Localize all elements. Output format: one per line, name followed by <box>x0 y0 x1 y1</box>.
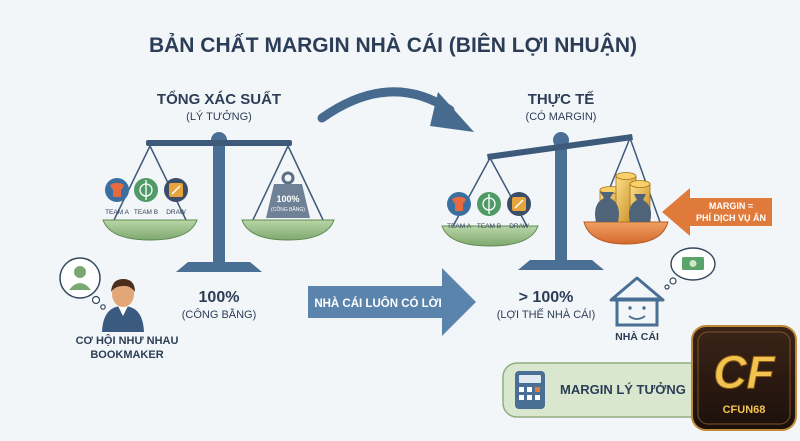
logo-text: CFUN68 <box>723 404 766 416</box>
margin-tag-line1: MARGIN = <box>709 201 753 211</box>
house-icon <box>609 276 665 327</box>
calculator-icon <box>515 371 545 409</box>
left-value: 100% <box>199 289 240 306</box>
cfun68-logo: CF CFUN68 <box>691 325 797 431</box>
thought-bubble <box>59 257 106 310</box>
money-bubble <box>664 247 716 290</box>
right-heading: THỰC TẾ <box>528 91 595 108</box>
user-icon <box>69 266 91 290</box>
left-item-team-b: TEAM B <box>134 209 158 216</box>
margin-tag: MARGIN = PHÍ DỊCH VỤ ẨN <box>662 188 772 236</box>
svg-text:CF: CF <box>713 346 776 398</box>
team-a-icon <box>105 178 129 202</box>
right-item-team-b: TEAM B <box>477 223 501 230</box>
ideal-margin-box: MARGIN LÝ TƯỞNG <box>502 362 714 418</box>
ideal-margin-text: MARGIN LÝ TƯỞNG <box>560 382 686 397</box>
right-item-draw: DRAW <box>509 223 529 230</box>
curved-arrow-head <box>430 92 474 132</box>
left-heading: TỔNG XÁC SUẤT <box>157 90 281 108</box>
balanced-scale <box>102 132 335 272</box>
curved-arrow <box>317 87 455 123</box>
weight-icon: 100% (CÔNG BẰNG) <box>266 171 310 218</box>
left-item-team-a: TEAM A <box>105 209 130 216</box>
left-value-label: (CÔNG BẰNG) <box>182 308 257 321</box>
person-caption-1: CƠ HỘI NHƯ NHAU <box>76 334 179 347</box>
center-arrow-text: NHÀ CÁI LUÔN CÓ LỜI <box>314 297 441 310</box>
right-item-team-a: TEAM A <box>447 223 472 230</box>
bookmaker-person <box>102 279 144 332</box>
draw-icon <box>507 192 531 216</box>
weight-value: 100% <box>276 194 299 204</box>
person-caption-2: BOOKMAKER <box>90 349 163 361</box>
cash-icon <box>682 257 704 270</box>
draw-icon <box>164 178 188 202</box>
left-item-draw: DRAW <box>166 209 186 216</box>
weight-label: (CÔNG BẰNG) <box>271 205 305 213</box>
team-b-icon <box>134 178 158 202</box>
team-b-icon <box>477 192 501 216</box>
center-arrow: NHÀ CÁI LUÔN CÓ LỜI <box>308 268 476 336</box>
team-a-icon <box>447 192 471 216</box>
right-value: > 100% <box>519 289 574 306</box>
right-value-label: (LỢI THẾ NHÀ CÁI) <box>497 308 595 321</box>
margin-tag-line2: PHÍ DỊCH VỤ ẨN <box>696 212 766 223</box>
page-title: BẢN CHẤT MARGIN NHÀ CÁI (BIÊN LỢI NHUẬN) <box>149 33 637 57</box>
house-label: NHÀ CÁI <box>615 330 659 343</box>
left-subheading: (LÝ TƯỞNG) <box>186 110 252 123</box>
right-subheading: (CÓ MARGIN) <box>526 110 597 123</box>
money-bag-icon <box>595 192 652 222</box>
